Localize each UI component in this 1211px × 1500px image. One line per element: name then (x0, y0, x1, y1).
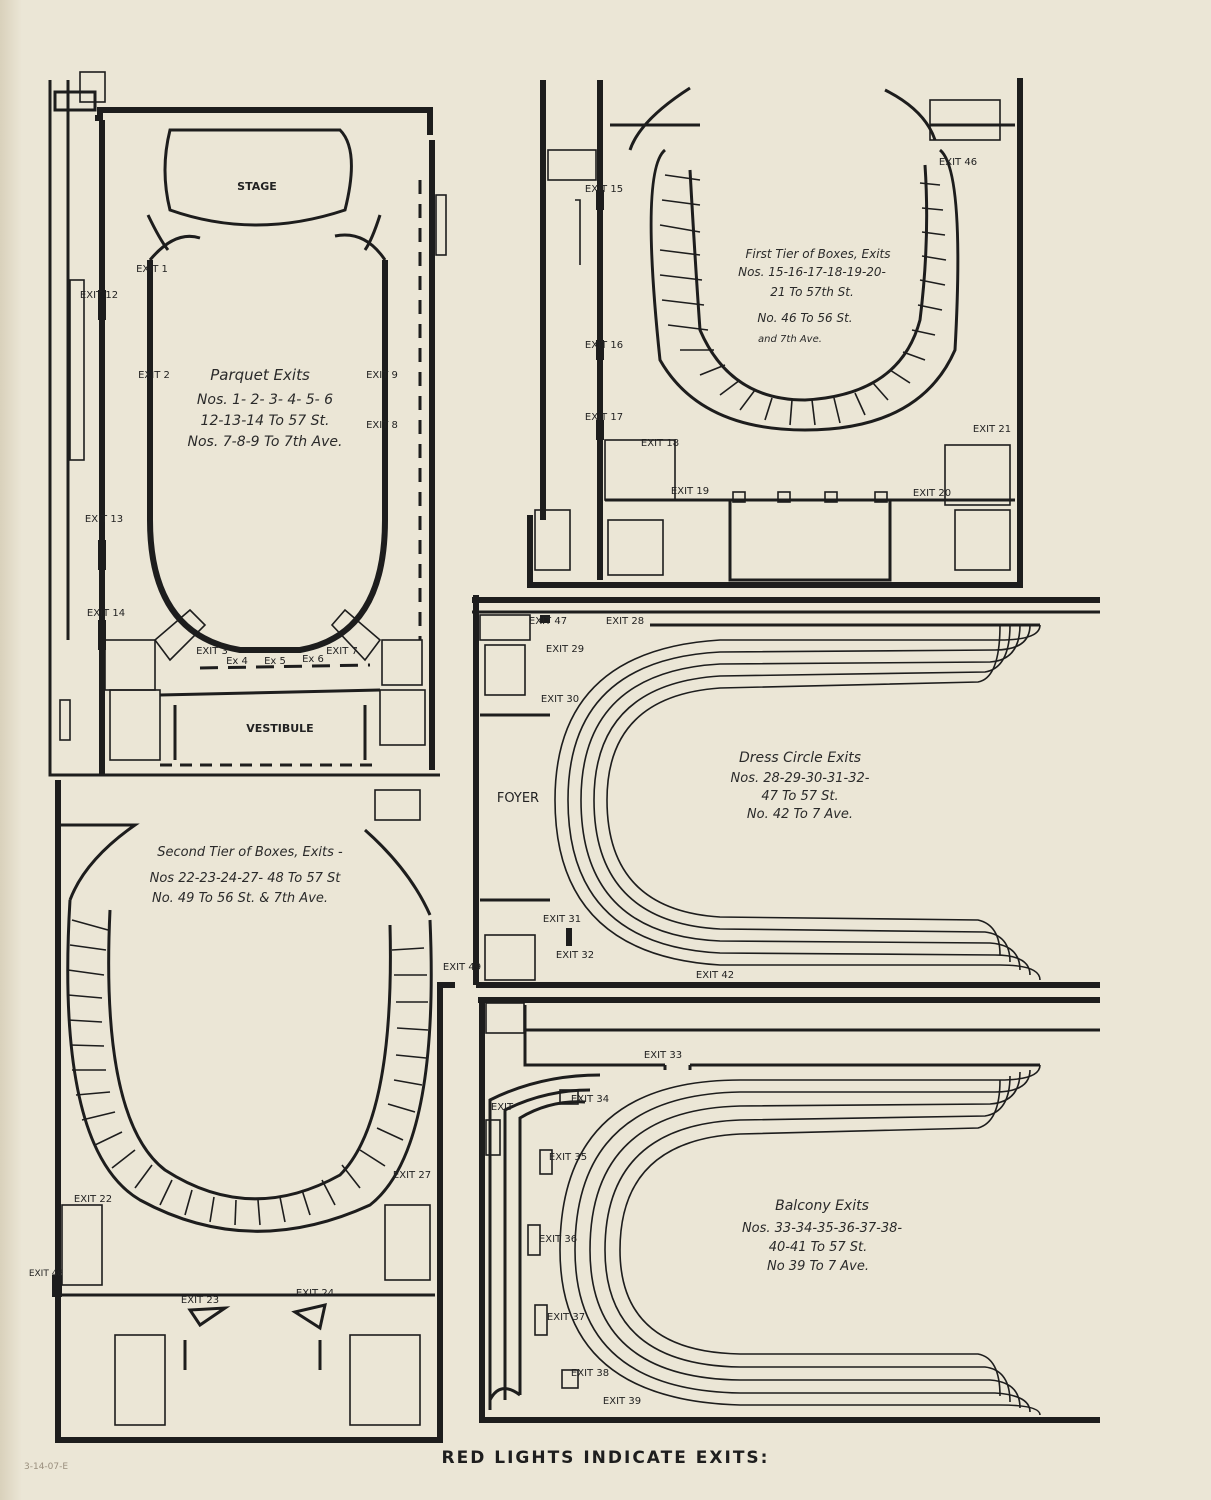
parquet-line-1: Nos. 1- 2- 3- 4- 5- 6 (197, 392, 333, 408)
balcony-line-2: 40-41 To 57 St. (769, 1240, 867, 1255)
exit-21-label: EXIT 21 (973, 424, 1011, 435)
first-tier-line-4: and 7th Ave. (758, 334, 822, 345)
exit-31-label: EXIT 31 (543, 914, 581, 925)
exit-17-label: EXIT 17 (585, 412, 623, 423)
exit-20-label: EXIT 20 (913, 488, 951, 499)
exit-47-label: EXIT 47 (529, 616, 567, 627)
dress-circle-title: Dress Circle Exits (739, 750, 861, 766)
archive-mark: 3-14-07-E (24, 1462, 69, 1472)
parquet-plan: STAGE VESTIBULE Parquet Exits Nos. 1- 2-… (48, 71, 447, 777)
exit-13-label: EXIT 13 (85, 514, 123, 525)
exit-27-label: EXIT 27 (393, 1170, 431, 1181)
exit-46-label: EXIT 46 (939, 157, 977, 168)
exit-balcony-side-label: EXIT (491, 1102, 514, 1113)
footer-notice: RED LIGHTS INDICATE EXITS: (441, 1448, 770, 1468)
exit-8-label: EXIT 8 (366, 420, 398, 431)
exit-39-label: EXIT 39 (603, 1396, 641, 1407)
foyer-label: FOYER (497, 791, 539, 806)
exit-30-label: EXIT 30 (541, 694, 579, 705)
exit-49-label: EXIT 49 (443, 962, 481, 973)
exit-48-label: EXIT 48 (29, 1269, 64, 1279)
second-tier-title: Second Tier of Boxes, Exits - (157, 845, 343, 860)
exit-28-label: EXIT 28 (606, 616, 644, 627)
exit-6-label: Ex 6 (302, 654, 324, 665)
exit-3-label: EXIT 3 (196, 646, 228, 657)
exit-32-label: EXIT 32 (556, 950, 594, 961)
second-tier-plan: Second Tier of Boxes, Exits - Nos 22-23-… (29, 780, 455, 1443)
exit-34-label: EXIT 34 (571, 1094, 609, 1105)
vestibule-label: VESTIBULE (246, 722, 313, 735)
exit-5-label: Ex 5 (264, 656, 286, 667)
first-tier-line-1: Nos. 15-16-17-18-19-20- (738, 265, 886, 279)
first-tier-line-3: No. 46 To 56 St. (757, 311, 852, 325)
exit-18-label: EXIT 18 (641, 438, 679, 449)
exit-9-label: EXIT 9 (366, 370, 398, 381)
exit-12-label: EXIT 12 (80, 290, 118, 301)
dress-circle-line-1: Nos. 28-29-30-31-32- (731, 771, 870, 786)
dress-circle-plan: FOYER Dress Circle Exits Nos. 28-29-30-3… (443, 595, 1100, 988)
exit-2-label: EXIT 2 (138, 370, 170, 381)
parquet-line-2: 12-13-14 To 57 St. (201, 413, 330, 429)
balcony-title: Balcony Exits (775, 1198, 869, 1214)
balcony-plan: Balcony Exits Nos. 33-34-35-36-37-38- 40… (478, 997, 1100, 1423)
second-tier-line-1: Nos 22-23-24-27- 48 To 57 St (150, 871, 342, 886)
exit-22-label: EXIT 22 (74, 1194, 112, 1205)
exit-16-label: EXIT 16 (585, 340, 623, 351)
stage-label: STAGE (237, 180, 277, 193)
exit-35-label: EXIT 35 (549, 1152, 587, 1163)
exit-38-label: EXIT 38 (571, 1368, 609, 1379)
exit-33-label: EXIT 33 (644, 1050, 682, 1061)
balcony-line-1: Nos. 33-34-35-36-37-38- (742, 1221, 902, 1236)
parquet-title: Parquet Exits (210, 366, 310, 384)
exit-14-label: EXIT 14 (87, 608, 125, 619)
exit-37-label: EXIT 37 (547, 1312, 585, 1323)
exit-7-label: EXIT 7 (326, 646, 358, 657)
first-tier-line-2: 21 To 57th St. (770, 285, 854, 299)
exit-42-label: EXIT 42 (696, 970, 734, 981)
exit-29-label: EXIT 29 (546, 644, 584, 655)
parquet-line-3: Nos. 7-8-9 To 7th Ave. (188, 434, 343, 450)
dress-circle-line-2: 47 To 57 St. (761, 789, 838, 804)
exit-23-label: EXIT 23 (181, 1295, 219, 1306)
exit-15-label: EXIT 15 (585, 184, 623, 195)
first-tier-plan: First Tier of Boxes, Exits Nos. 15-16-17… (527, 78, 1023, 588)
exit-36-label: EXIT 36 (539, 1234, 577, 1245)
exit-19-label: EXIT 19 (671, 486, 709, 497)
dress-circle-line-3: No. 42 To 7 Ave. (747, 807, 853, 822)
exit-24-label: EXIT 24 (296, 1288, 334, 1299)
exit-1-label: EXIT 1 (136, 264, 168, 275)
exit-4-label: Ex 4 (226, 656, 248, 667)
balcony-line-3: No 39 To 7 Ave. (767, 1259, 869, 1274)
page-edge (0, 0, 22, 1500)
second-tier-line-2: No. 49 To 56 St. & 7th Ave. (152, 891, 328, 906)
first-tier-title: First Tier of Boxes, Exits (745, 247, 890, 261)
